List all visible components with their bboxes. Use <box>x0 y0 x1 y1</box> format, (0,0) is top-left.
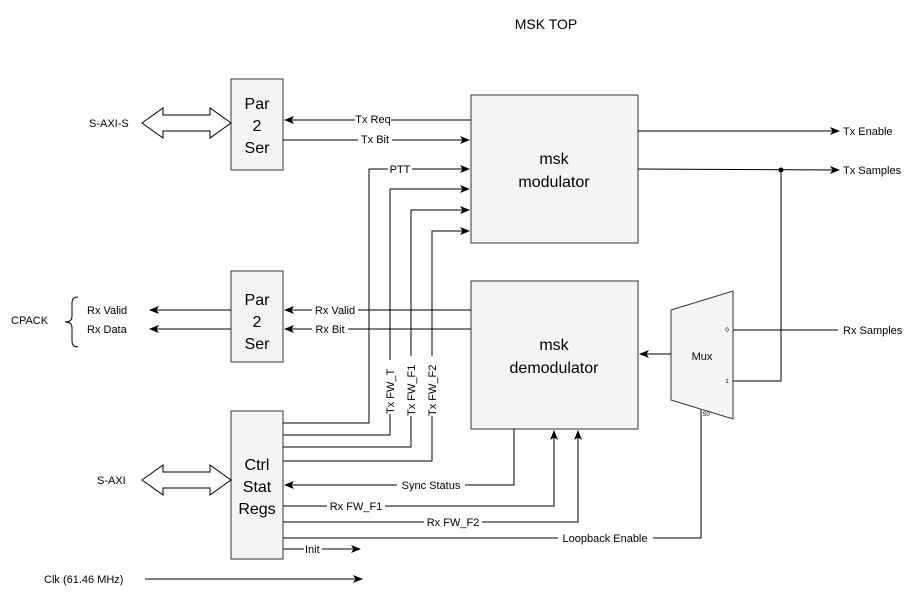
tx-samples-label: Tx Samples <box>843 165 902 177</box>
ctrl-line2: Stat <box>243 479 272 496</box>
tx-enable-label: Tx Enable <box>843 126 893 138</box>
par2ser-rx-block: Par 2 Ser <box>230 270 284 363</box>
rx-bit-label: Rx Bit <box>315 324 344 336</box>
tx-fw-t-signal <box>283 185 470 436</box>
rx-bit-signal: Rx Bit <box>284 322 471 336</box>
cpack-label: CPACK <box>11 315 49 327</box>
rx-fw-f1-label: Rx FW_F1 <box>330 501 383 513</box>
tx-req-signal: Tx Req <box>284 113 471 126</box>
par2ser-tx-line2: 2 <box>253 118 262 135</box>
rx-samples-input: Rx Samples <box>733 325 903 337</box>
clk-label: Clk (61.46 MHz) <box>44 574 123 586</box>
rx-samples-label: Rx Samples <box>843 325 903 337</box>
rx-valid-label: Rx Valid <box>315 305 355 317</box>
par2ser-tx-line1: Par <box>245 96 271 113</box>
par2ser-tx-block: Par 2 Ser <box>230 78 284 171</box>
par2ser-tx-line3: Ser <box>245 140 271 157</box>
saxis-bus-arrow <box>141 107 232 139</box>
rx-valid-signal: Rx Valid <box>284 303 471 317</box>
sync-status-signal: Sync Status <box>284 429 515 492</box>
tx-fw-t-label: Tx FW_T <box>385 369 397 414</box>
cpack-brace <box>64 296 79 348</box>
rx-fw-f2-signal: Rx FW_F2 <box>283 430 582 529</box>
loopback-path <box>733 170 782 382</box>
saxis-label: S-AXI-S <box>89 118 129 130</box>
ctrl-stat-regs-block: Ctrl Stat Regs <box>230 410 284 560</box>
tx-bit-signal: Tx Bit <box>283 133 470 146</box>
tx-samples-output: Tx Samples <box>637 165 902 382</box>
mux-input-1-label: 1 <box>725 379 729 385</box>
msk-demodulator-block: msk demodulator <box>470 280 639 430</box>
ptt-signal: PTT <box>283 163 470 424</box>
rx-fw-f1-signal: Rx FW_F1 <box>283 430 558 513</box>
sync-status-label: Sync Status <box>402 480 461 492</box>
modulator-line1: msk <box>539 151 569 168</box>
ctrl-line3: Regs <box>238 501 275 518</box>
tx-fw-f2-signal <box>283 227 470 462</box>
ptt-label: PTT <box>390 164 411 176</box>
rx-valid-out-label: Rx Valid <box>87 305 127 317</box>
rx-data-out-label: Rx Data <box>87 324 128 336</box>
init-signal: Init <box>283 543 361 556</box>
tx-fw-f2-label: Tx FW_F2 <box>427 365 439 416</box>
diagram-title: MSK TOP <box>515 16 578 32</box>
par2ser-rx-line1: Par <box>245 292 271 309</box>
ctrl-line1: Ctrl <box>245 457 270 474</box>
mux-input-0-label: 0 <box>725 328 729 334</box>
mux-select-label: S0 <box>702 412 710 418</box>
demodulator-line1: msk <box>539 337 569 354</box>
loopback-enable-signal: Loopback Enable <box>283 410 702 545</box>
tx-enable-output: Tx Enable <box>638 126 893 138</box>
saxi-label: S-AXI <box>97 475 126 487</box>
mux-label: Mux <box>692 351 713 363</box>
msk-modulator-block: msk modulator <box>470 94 639 244</box>
par2ser-rx-line2: 2 <box>253 314 262 331</box>
tx-req-label: Tx Req <box>355 114 390 126</box>
mux-block: Mux 0 1 S0 <box>670 290 734 420</box>
modulator-line2: modulator <box>518 174 590 191</box>
tx-bit-label: Tx Bit <box>361 134 389 146</box>
par2ser-rx-line3: Ser <box>245 336 271 353</box>
loopback-enable-label: Loopback Enable <box>562 533 647 545</box>
rx-fw-f2-label: Rx FW_F2 <box>427 517 480 529</box>
init-label: Init <box>305 544 320 556</box>
demodulator-line2: demodulator <box>510 360 600 377</box>
tx-fw-f1-label: Tx FW_F1 <box>406 365 418 416</box>
saxi-bus-arrow <box>141 464 232 496</box>
